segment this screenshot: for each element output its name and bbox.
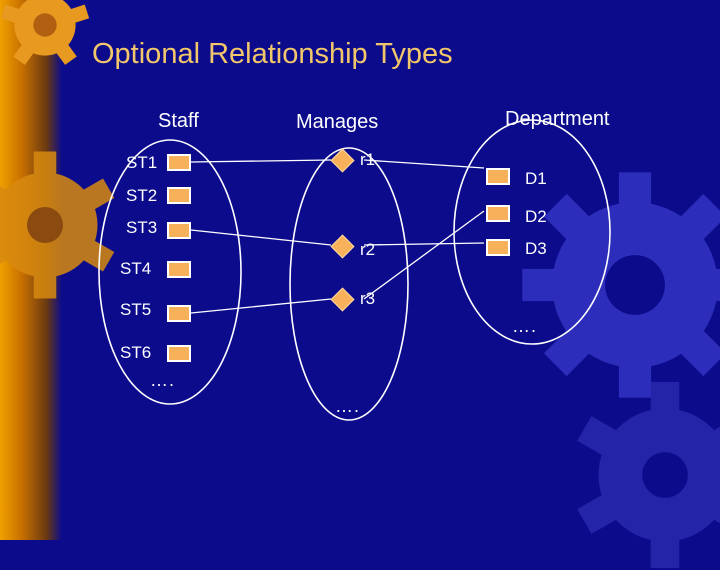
department-more-ellipsis: …. [512,316,537,337]
staff-node-st6 [167,345,191,362]
staff-node-st4 [167,261,191,278]
staff-label-st3: ST3 [126,218,157,238]
staff-node-st2 [167,187,191,204]
link-line [364,160,484,168]
staff-label-st6: ST6 [120,343,151,363]
link-line [191,160,331,162]
staff-label-st1: ST1 [126,153,157,173]
staff-label-st4: ST4 [120,259,151,279]
department-label-d1: D1 [525,169,547,189]
department-node-d2 [486,205,510,222]
staff-node-st1 [167,154,191,171]
manages-set-ellipse [290,148,408,420]
link-line [191,230,331,245]
link-line [364,211,484,299]
staff-node-st5 [167,305,191,322]
relationship-more-ellipsis: …. [335,396,360,417]
department-label-d2: D2 [525,207,547,227]
manages-header: Manages [296,111,378,134]
relationship-label-r3: r3 [360,289,375,309]
department-header: Department [505,108,610,131]
relationship-label-r1: r1 [360,150,375,170]
staff-node-st3 [167,222,191,239]
relationship-label-r2: r2 [360,240,375,260]
staff-more-ellipsis: …. [150,370,175,391]
link-line [364,243,484,245]
department-node-d1 [486,168,510,185]
link-line [191,299,331,313]
staff-header: Staff [158,110,199,133]
relationship-lines [0,0,720,540]
department-label-d3: D3 [525,239,547,259]
department-set-ellipse [454,120,610,344]
staff-label-st5: ST5 [120,300,151,320]
staff-label-st2: ST2 [126,186,157,206]
department-node-d3 [486,239,510,256]
slide: Optional Relationship Types Staff Manage… [0,0,720,540]
